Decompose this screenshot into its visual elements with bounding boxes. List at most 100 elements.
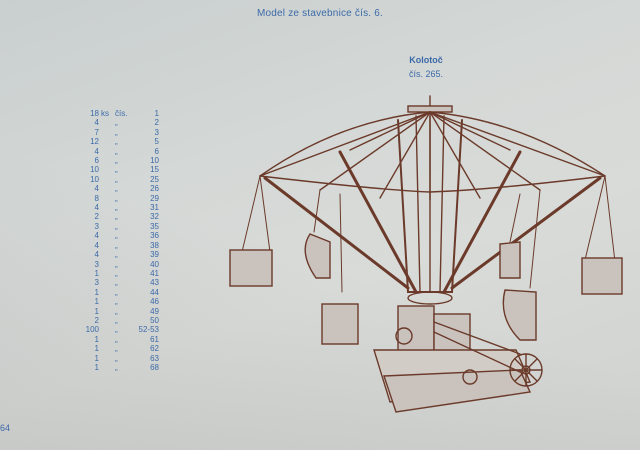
parts-mark: „: [115, 278, 118, 288]
parts-mark: „: [115, 231, 118, 241]
parts-list-row: 10„25: [68, 175, 160, 184]
parts-number: 3: [154, 127, 159, 137]
parts-mark: čís.: [115, 109, 128, 118]
parts-qty: 4: [94, 250, 99, 260]
parts-list-row: 3„35: [68, 222, 160, 231]
parts-list-row: 3„40: [68, 260, 160, 269]
parts-unit: [100, 344, 114, 353]
parts-unit: [100, 325, 114, 334]
canopy-rim: [259, 175, 606, 193]
parts-unit: [100, 335, 114, 344]
parts-mark: „: [115, 137, 118, 147]
canopy-edge: [259, 111, 606, 177]
parts-qty: 7: [94, 127, 99, 137]
parts-unit: [100, 222, 114, 231]
parts-unit: [100, 194, 114, 203]
parts-unit: [100, 203, 114, 212]
parts-qty: 3: [94, 278, 99, 288]
mast-cap: [407, 105, 453, 113]
canopy-girders: [259, 111, 606, 201]
parts-mark: „: [115, 127, 118, 137]
parts-mark: „: [115, 353, 118, 363]
parts-number: 61: [150, 334, 159, 344]
parts-number: 15: [150, 165, 159, 175]
parts-unit: [100, 297, 114, 306]
parts-list-row: 100„52-53: [68, 325, 160, 334]
parts-list-row: 7 „ 3: [68, 128, 160, 137]
parts-list-row: 1„46: [68, 297, 160, 306]
parts-mark: „: [115, 165, 118, 175]
parts-mark: „: [115, 325, 118, 335]
parts-qty: 12: [90, 137, 99, 147]
parts-qty: 10: [90, 165, 99, 175]
parts-list-row: 1„61: [68, 335, 160, 344]
seat-left: [229, 249, 273, 287]
parts-number: 6: [154, 146, 159, 156]
parts-list-row: 4„6: [68, 147, 160, 156]
parts-list-row: 6„10: [68, 156, 160, 165]
parts-qty: 2: [94, 212, 99, 222]
seat-front-left: [321, 303, 359, 345]
parts-qty: 3: [94, 221, 99, 231]
parts-number: 43: [150, 278, 159, 288]
parts-unit: [100, 250, 114, 259]
parts-number: 63: [150, 353, 159, 363]
parts-qty: 1: [94, 297, 99, 307]
parts-list-row: 8„29: [68, 194, 160, 203]
parts-unit: [100, 184, 114, 193]
parts-qty: 4: [94, 184, 99, 194]
parts-qty: 4: [94, 231, 99, 241]
parts-mark: „: [115, 118, 118, 128]
parts-unit: [100, 363, 114, 372]
parts-list-row: 2„50: [68, 316, 160, 325]
parts-qty: 18: [90, 109, 99, 118]
parts-list-row: 1„63: [68, 354, 160, 363]
parts-list-row: 10 „ 15: [68, 165, 160, 174]
parts-qty: 6: [94, 156, 99, 166]
parts-mark: „: [115, 156, 118, 166]
parts-mark: „: [115, 250, 118, 260]
model-title: Kolotoč: [409, 55, 443, 65]
parts-number: 35: [150, 221, 159, 231]
parts-number: 49: [150, 306, 159, 316]
parts-qty: 1: [94, 287, 99, 297]
parts-mark: „: [115, 174, 118, 184]
parts-list-row: 4„36: [68, 231, 160, 240]
parts-list-row: 1„68: [68, 363, 160, 372]
parts-unit: [100, 165, 114, 174]
parts-qty: 1: [94, 306, 99, 316]
model-number: čís. 265.: [408, 69, 444, 79]
parts-qty: 4: [94, 118, 99, 128]
parts-qty: 4: [94, 203, 99, 213]
parts-number: 29: [150, 193, 159, 203]
parts-number: 2: [154, 118, 159, 128]
parts-list-row: 3 „ 43: [68, 278, 160, 287]
parts-mark: „: [115, 362, 118, 372]
parts-list-row: 4„38: [68, 241, 160, 250]
parts-list-row: 1„41: [68, 269, 160, 278]
seat-right: [581, 257, 623, 295]
parts-list-row: 1„44: [68, 288, 160, 297]
parts-unit: [100, 269, 114, 278]
parts-number: 41: [150, 268, 159, 278]
page-heading: Model ze stavebnice čís. 6.: [256, 8, 383, 19]
parts-unit: [100, 137, 114, 146]
parts-number: 5: [154, 137, 159, 147]
parts-list-row: 4„39: [68, 250, 160, 259]
page-number: 64: [0, 423, 11, 433]
parts-mark: „: [115, 146, 118, 156]
parts-qty: 100: [85, 325, 99, 335]
parts-list-row: 2„32: [68, 212, 160, 221]
parts-number: 26: [150, 184, 159, 194]
parts-unit: [100, 260, 114, 269]
parts-mark: „: [115, 212, 118, 222]
carousel-drawing: [229, 95, 623, 413]
parts-mark: „: [115, 268, 118, 278]
parts-number: 62: [150, 344, 159, 354]
parts-list-row: 4„31: [68, 203, 160, 212]
parts-list-header-row: 18 ks čís. 1: [68, 109, 160, 118]
seat-mid-left: [304, 233, 331, 279]
parts-qty: 1: [94, 362, 99, 372]
parts-list-row: 12 „ 5: [68, 137, 160, 146]
